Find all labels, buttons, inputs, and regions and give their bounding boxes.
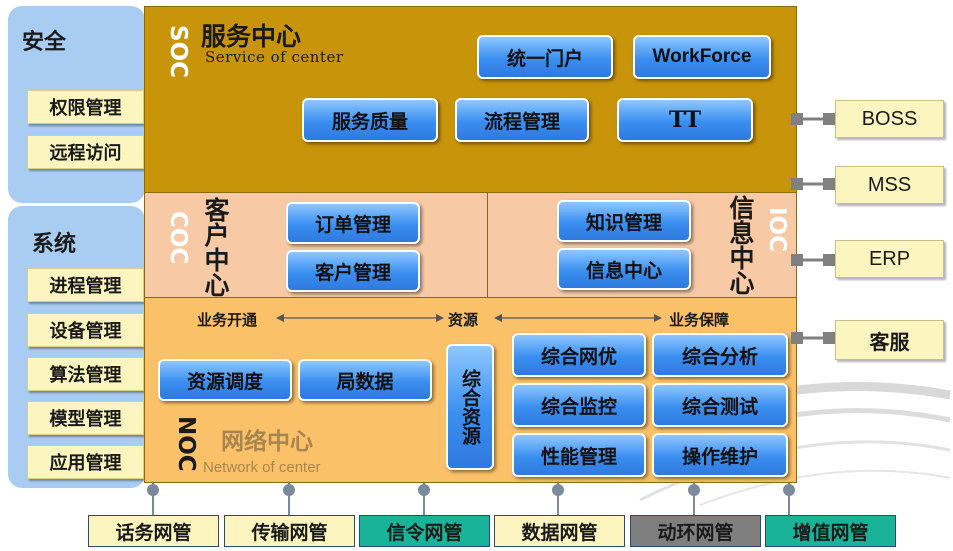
security-panel: 安全 权限管理 远程访问 bbox=[8, 6, 145, 203]
model-management-button[interactable]: 模型管理 bbox=[27, 401, 144, 435]
permission-management-button[interactable]: 权限管理 bbox=[27, 90, 144, 124]
erp-system[interactable]: ERP bbox=[835, 240, 944, 278]
application-management-button[interactable]: 应用管理 bbox=[27, 445, 144, 479]
power-environment-nms[interactable]: 动环网管 bbox=[630, 515, 761, 547]
system-title: 系统 bbox=[32, 232, 77, 257]
process-management-button[interactable]: 进程管理 bbox=[27, 268, 144, 302]
mss-system[interactable]: MSS bbox=[835, 166, 944, 204]
noc-title: 网络中心 bbox=[221, 429, 313, 455]
resource-scheduling-button[interactable]: 资源调度 bbox=[158, 359, 292, 401]
unified-portal-button[interactable]: 统一门户 bbox=[477, 35, 613, 79]
process-management-soc-button[interactable]: 流程管理 bbox=[455, 98, 589, 142]
transmission-nms[interactable]: 传输网管 bbox=[224, 515, 355, 547]
operation-maintenance-button[interactable]: 操作维护 bbox=[652, 433, 788, 477]
ioc-code: IOC bbox=[764, 207, 790, 252]
customer-management-button[interactable]: 客户管理 bbox=[286, 250, 420, 292]
soc-subtitle: Service of center bbox=[205, 48, 344, 66]
traffic-nms[interactable]: 话务网管 bbox=[88, 515, 219, 547]
soc-title: 服务中心 bbox=[201, 22, 302, 51]
boss-system[interactable]: BOSS bbox=[835, 100, 944, 138]
ioc-title: 信息中心 bbox=[726, 195, 755, 295]
signaling-nms[interactable]: 信令网管 bbox=[359, 515, 490, 547]
coc-code: COC bbox=[165, 211, 191, 265]
algorithm-management-button[interactable]: 算法管理 bbox=[27, 357, 144, 391]
integrated-analysis-button[interactable]: 综合分析 bbox=[652, 333, 788, 377]
tt-button[interactable]: TT bbox=[617, 98, 753, 142]
noc-subtitle: Network of center bbox=[203, 459, 321, 476]
soc-code: SOC bbox=[165, 25, 191, 78]
system-panel: 系统 进程管理 设备管理 算法管理 模型管理 应用管理 bbox=[8, 206, 145, 488]
knowledge-management-button[interactable]: 知识管理 bbox=[557, 200, 691, 242]
integrated-monitoring-button[interactable]: 综合监控 bbox=[512, 383, 646, 427]
coc-title: 客户中心 bbox=[201, 197, 230, 297]
integrated-resource-button[interactable]: 综合资源 bbox=[446, 344, 494, 470]
order-management-button[interactable]: 订单管理 bbox=[286, 202, 420, 244]
value-added-nms[interactable]: 增值网管 bbox=[765, 515, 896, 547]
integrated-network-optimization-button[interactable]: 综合网优 bbox=[512, 333, 646, 377]
noc-code: NOC bbox=[173, 416, 199, 472]
service-provisioning-label: 业务开通 bbox=[197, 311, 258, 329]
remote-access-button[interactable]: 远程访问 bbox=[27, 135, 144, 169]
office-data-button[interactable]: 局数据 bbox=[298, 359, 432, 401]
resource-label: 资源 bbox=[448, 311, 479, 329]
workforce-button[interactable]: WorkForce bbox=[633, 35, 771, 79]
information-center-button[interactable]: 信息中心 bbox=[557, 248, 691, 290]
service-quality-button[interactable]: 服务质量 bbox=[302, 98, 438, 142]
integrated-testing-button[interactable]: 综合测试 bbox=[652, 383, 788, 427]
service-assurance-label: 业务保障 bbox=[669, 311, 730, 329]
data-nms[interactable]: 数据网管 bbox=[494, 515, 625, 547]
security-title: 安全 bbox=[22, 30, 67, 55]
device-management-button[interactable]: 设备管理 bbox=[27, 313, 144, 347]
customer-service-system[interactable]: 客服 bbox=[835, 320, 944, 360]
performance-management-button[interactable]: 性能管理 bbox=[512, 433, 646, 477]
